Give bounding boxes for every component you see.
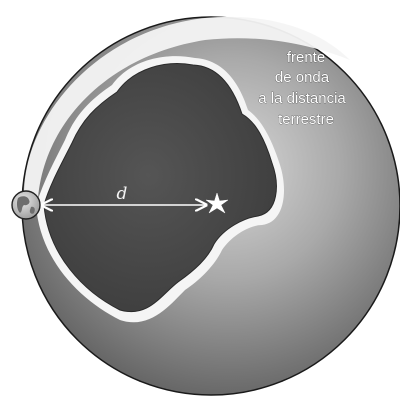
wavefront-caption-line-1: frente [287,49,325,66]
wavefront-caption-line-2: de onda [275,69,330,86]
wavefront-caption-line-4: terrestre [278,111,334,128]
earth-icon [12,191,40,219]
distance-label: d [117,184,128,204]
wavefront-caption-line-3: a la distancia [258,90,346,107]
